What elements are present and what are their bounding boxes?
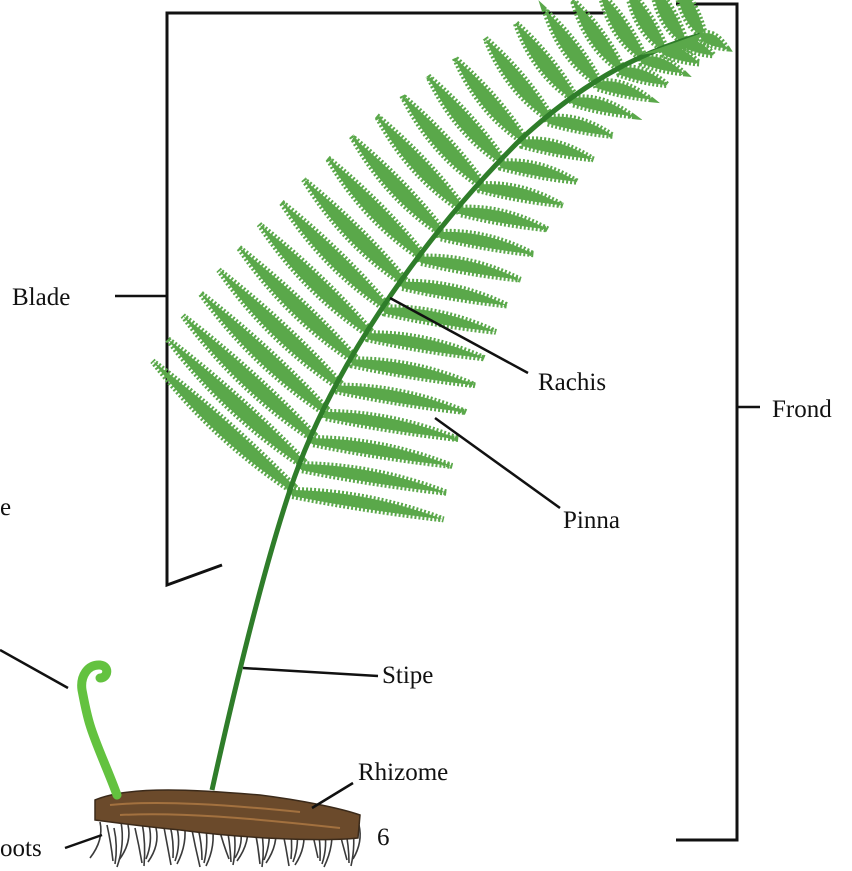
rhizome-label: Rhizome	[358, 759, 448, 786]
frond-label: Frond	[772, 396, 832, 423]
roots-label: oots	[0, 835, 42, 862]
rachis-label: Rachis	[538, 369, 606, 396]
blade-label: Blade	[12, 284, 70, 311]
stipe-label: Stipe	[382, 662, 433, 689]
cropped-left-label: e	[0, 494, 11, 521]
figure-number: 6	[377, 824, 390, 851]
pinna-label: Pinna	[563, 507, 620, 534]
